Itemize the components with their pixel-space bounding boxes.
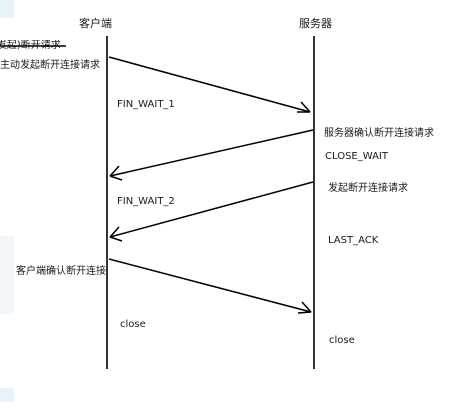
fin-wait-1-label: FIN_WAIT_1 xyxy=(117,99,175,110)
server-title: 服务器 xyxy=(299,17,332,30)
close-wait-label: CLOSE_WAIT xyxy=(325,151,388,162)
client-close-label: close xyxy=(120,319,146,330)
client-confirm-label: 客户端确认断开连接 xyxy=(16,266,106,277)
client-active-close-label: 主动发起断开连接请求 xyxy=(0,60,100,71)
server-confirm-label: 服务器确认断开连接请求 xyxy=(324,128,434,139)
fin-arrow-1 xyxy=(108,56,311,113)
edge-tab-top xyxy=(0,0,14,18)
server-initiate-label: 发起断开连接请求 xyxy=(328,183,408,194)
edge-tab-bottom xyxy=(0,388,14,402)
edge-tab-middle xyxy=(0,236,14,314)
ack-arrow-1 xyxy=(109,129,314,181)
ack-arrow-2 xyxy=(108,258,312,314)
client-title: 客户端 xyxy=(79,17,112,30)
fin-arrow-2 xyxy=(109,181,314,242)
clipped-label: (发起)断开请求 xyxy=(0,40,61,51)
fin-wait-2-label: FIN_WAIT_2 xyxy=(117,196,175,207)
server-close-label: close xyxy=(329,335,355,346)
last-ack-label: LAST_ACK xyxy=(328,235,379,246)
